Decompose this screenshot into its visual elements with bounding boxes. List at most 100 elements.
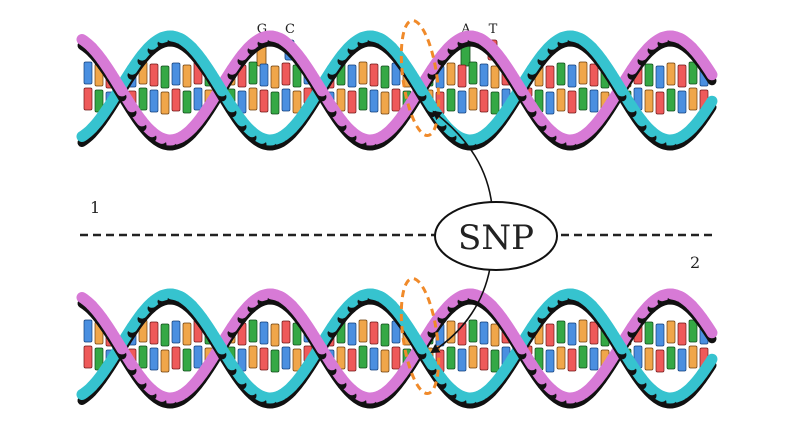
snp-arrow-top: [432, 110, 493, 207]
base-pair-block: [182, 64, 192, 88]
base-pair-block: [688, 345, 698, 369]
base-pair-block: [457, 90, 467, 114]
base-pair-block: [380, 91, 390, 115]
base-pair-block: [589, 89, 599, 113]
backbone-strand-magenta: [506, 327, 528, 355]
base-pair-block: [83, 319, 93, 343]
base-pair-block: [171, 62, 181, 86]
base-pair-block: [589, 347, 599, 371]
base-pair-block: [567, 348, 577, 372]
base-pair-block: [567, 90, 577, 114]
base-pair-block: [380, 349, 390, 373]
base-pair-block: [160, 349, 170, 373]
base-pair-block: [270, 91, 280, 115]
base-pair-block: [666, 320, 676, 344]
base-pair-block: [666, 88, 676, 112]
base-pair-block: [479, 321, 489, 345]
backbone-strand-cyan: [206, 69, 228, 97]
backbone-strand-cyan: [606, 327, 628, 355]
base-pair-block: [347, 90, 357, 114]
base-pair-block: [556, 88, 566, 112]
base-pair-block: [655, 65, 665, 89]
base-pair-block: [589, 321, 599, 345]
base-pair-block: [556, 346, 566, 370]
base-pair-block: [567, 64, 577, 88]
backbone-strand-magenta: [696, 54, 718, 81]
base-pair-block: [193, 345, 203, 369]
base-pair-block: [468, 345, 478, 369]
base-pair-block: [677, 64, 687, 88]
base-pair-block: [281, 62, 291, 86]
base-pair-block: [347, 348, 357, 372]
base-pair-block: [457, 348, 467, 372]
base-pair-block: [160, 323, 170, 347]
backbone-strand-magenta: [506, 69, 528, 97]
base-pair-block: [490, 349, 500, 373]
base-pair-block: [556, 62, 566, 86]
base-pair-block: [270, 65, 280, 89]
backbone-strand-magenta: [106, 69, 128, 97]
base-pair-block: [248, 319, 258, 343]
base-pair-block: [160, 91, 170, 115]
base-pair-block: [270, 349, 280, 373]
base-pair-block: [369, 321, 379, 345]
base-pair-block: [556, 320, 566, 344]
base-pair-block: [248, 345, 258, 369]
base-pair-block: [578, 61, 588, 85]
legend-letter-t: T: [489, 22, 498, 37]
base-pair-block: [149, 89, 159, 113]
base-pair-block: [446, 88, 456, 112]
base-pair-block: [358, 61, 368, 85]
base-pair-block: [248, 87, 258, 111]
base-pair-block: [567, 322, 577, 346]
base-pair-block: [83, 87, 93, 111]
base-pair-block: [578, 319, 588, 343]
backbone-strand-cyan: [76, 122, 98, 142]
backbone-strand-magenta: [106, 327, 128, 355]
base-pair-block: [358, 319, 368, 343]
base-pair-block: [83, 61, 93, 85]
base-pair-block: [479, 63, 489, 87]
backbone-strand-cyan: [206, 327, 228, 355]
snp-callout-ellipse: [434, 201, 558, 271]
base-pair-block: [149, 347, 159, 371]
backbone-strand-cyan: [406, 327, 428, 355]
dna-helix-bottom: [76, 288, 718, 409]
backbone-strand-cyan: [76, 380, 98, 400]
base-pair-block: [281, 88, 291, 112]
base-pair-block: [677, 348, 687, 372]
base-pair-block: [644, 63, 654, 87]
base-pair-block: [292, 90, 302, 114]
base-pair-block: [666, 346, 676, 370]
base-pair-block: [380, 323, 390, 347]
dna-helix-top: [76, 30, 718, 151]
base-pair-block: [391, 88, 401, 112]
base-pair-block: [83, 345, 93, 369]
base-pair-block: [688, 61, 698, 85]
base-pair-block: [677, 322, 687, 346]
base-pair-block: [655, 323, 665, 347]
base-pair-block: [292, 348, 302, 372]
legend-letter-g: G: [257, 22, 267, 37]
base-pair-block: [171, 320, 181, 344]
base-pair-block: [589, 63, 599, 87]
base-pair-block: [369, 63, 379, 87]
backbone-strand-cyan: [606, 69, 628, 97]
base-pair-block: [160, 65, 170, 89]
backbone-strand-magenta: [696, 312, 718, 339]
base-pair-block: [490, 91, 500, 115]
base-pair-block: [171, 88, 181, 112]
base-pair-block: [468, 319, 478, 343]
base-pair-block: [171, 346, 181, 370]
base-pair-block: [479, 347, 489, 371]
base-pair-block: [259, 89, 269, 113]
base-pair-block: [182, 348, 192, 372]
base-pair-block: [380, 65, 390, 89]
snp-arrow-bottom: [430, 267, 491, 354]
base-pair-block: [655, 91, 665, 115]
base-pair-block: [193, 87, 203, 111]
base-pair-block: [490, 65, 500, 89]
base-pair-block: [358, 87, 368, 111]
base-pair-block: [369, 89, 379, 113]
